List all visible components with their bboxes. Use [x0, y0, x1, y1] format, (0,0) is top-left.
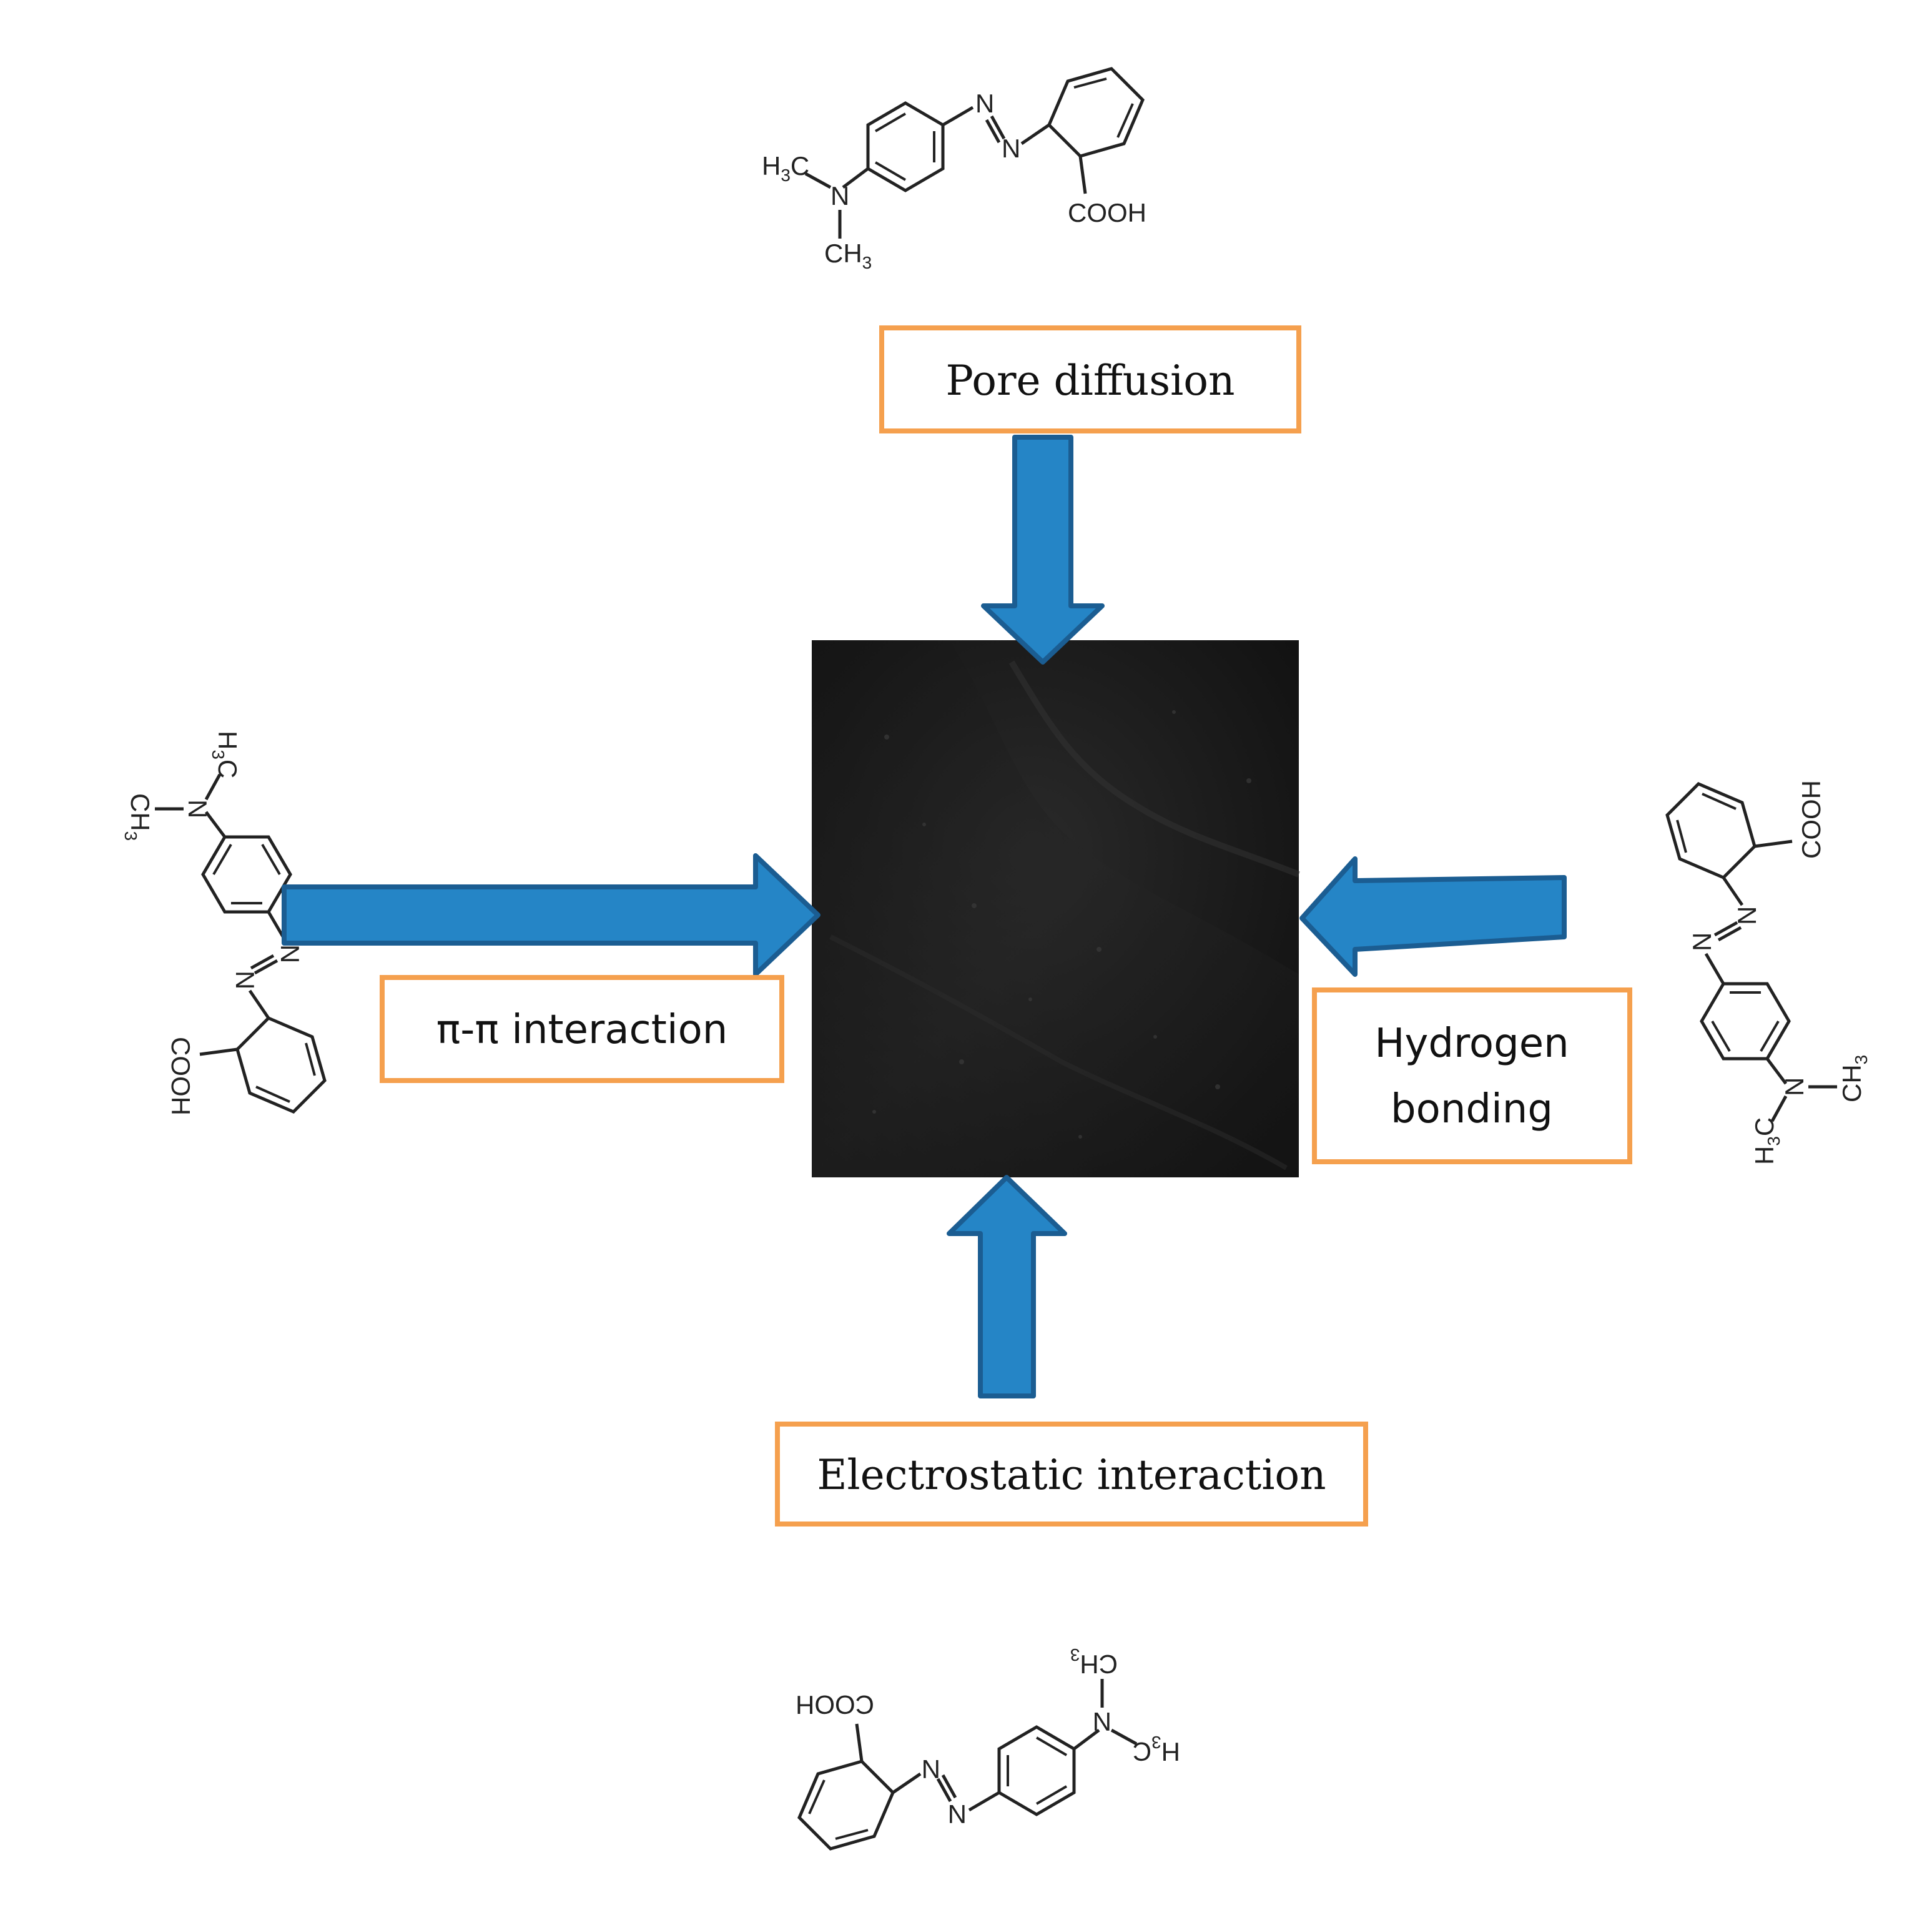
molecule-top [762, 69, 1146, 272]
electrostatic-interaction-label: Electrostatic interaction [817, 1451, 1326, 1499]
adsorbent-image [812, 640, 1300, 1177]
molecule-bottom [796, 1645, 1180, 1849]
arrow-up [947, 1175, 1067, 1398]
label-box-hydrogen-bonding: Hydrogen bonding [1312, 987, 1632, 1164]
arrow-left [1299, 856, 1567, 977]
hydrogen-bonding-label-line2: bonding [1391, 1086, 1553, 1132]
pi-pi-interaction-label: π-π interaction [436, 1007, 728, 1053]
label-box-electrostatic-interaction: Electrostatic interaction [775, 1422, 1368, 1527]
label-box-pore-diffusion: Pore diffusion [879, 325, 1301, 433]
molecule-right [1667, 780, 1871, 1165]
arrow-down [981, 435, 1105, 665]
pore-diffusion-label: Pore diffusion [945, 357, 1235, 405]
arrow-right [282, 853, 821, 977]
hydrogen-bonding-label-line1: Hydrogen [1374, 1021, 1569, 1067]
label-box-pi-pi-interaction: π-π interaction [380, 975, 784, 1083]
